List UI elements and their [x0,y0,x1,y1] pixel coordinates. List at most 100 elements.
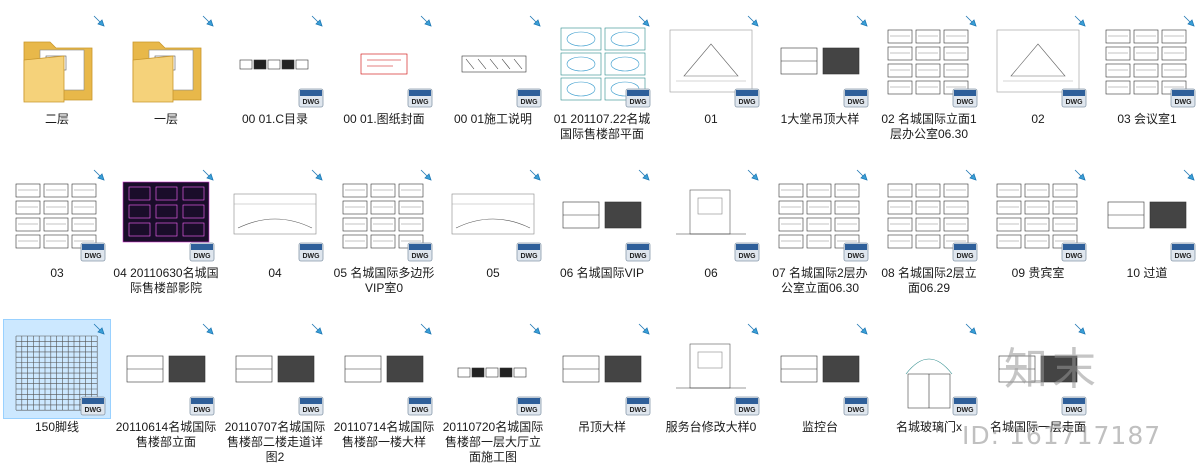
drawing-preview [887,29,969,95]
sync-arrow-icon [311,15,323,27]
file-item[interactable]: DWG 07 名城国际2层办公室立面06.30 [767,166,873,316]
thumbnail: DWG [440,320,546,418]
drawing-preview [457,367,527,378]
sync-arrow-icon [420,169,432,181]
svg-text:DWG: DWG [193,407,211,414]
folder-item[interactable]: 一层 [113,12,219,162]
drawing-preview [778,183,860,249]
drawing-preview [887,183,969,249]
folder-icon [23,41,93,103]
svg-text:DWG: DWG [847,99,865,106]
sync-arrow-icon [311,323,323,335]
file-item[interactable]: DWG 09 贵宾室 [985,166,1091,316]
sync-arrow-icon [965,169,977,181]
dwg-file-icon: DWG [843,396,869,416]
dwg-file-icon: DWG [516,242,542,262]
svg-text:DWG: DWG [520,99,538,106]
svg-text:DWG: DWG [193,253,211,260]
file-name-label: 03 [50,266,64,280]
file-name-label: 20110720名城国际售楼部一层大厅立面施工图 [442,420,544,464]
dwg-file-icon: DWG [80,396,106,416]
thumbnail: DWG [876,12,982,110]
dwg-file-icon: DWG [407,88,433,108]
sync-arrow-icon [1183,169,1195,181]
drawing-preview [669,29,753,93]
sync-arrow-icon [1074,323,1086,335]
svg-text:DWG: DWG [956,253,974,260]
dwg-file-icon: DWG [516,88,542,108]
sync-arrow-icon [856,169,868,181]
dwg-file-icon: DWG [625,88,651,108]
sync-arrow-icon [529,169,541,181]
file-name-label: 09 贵宾室 [1011,266,1065,280]
sync-arrow-icon [965,15,977,27]
dwg-file-icon: DWG [407,396,433,416]
svg-text:DWG: DWG [847,253,865,260]
svg-text:DWG: DWG [1065,407,1083,414]
file-name-label: 03 会议室1 [1117,112,1177,126]
svg-text:DWG: DWG [629,407,647,414]
drawing-preview [676,343,746,389]
thumbnail [4,12,110,110]
file-name-label: 服务台修改大样0 [665,420,757,434]
thumbnail: DWG [876,320,982,418]
dwg-file-icon: DWG [298,88,324,108]
file-item[interactable]: DWG 服务台修改大样0 [658,320,764,470]
dwg-file-icon: DWG [1170,88,1196,108]
folder-item[interactable]: 二层 [4,12,110,162]
file-name-label: 04 20110630名城国际售楼部影院 [113,266,219,295]
svg-text:DWG: DWG [1065,99,1083,106]
file-item[interactable]: DWG 监控台 [767,320,873,470]
svg-text:DWG: DWG [956,99,974,106]
drawing-preview [562,355,642,383]
drawing-preview [344,355,424,383]
dwg-file-icon: DWG [1061,242,1087,262]
sync-arrow-icon [93,15,105,27]
dwg-file-icon: DWG [1170,242,1196,262]
file-name-label: 吊顶大样 [577,420,626,434]
file-item[interactable]: DWG 04 20110630名城国际售楼部影院 [113,166,219,316]
dwg-file-icon: DWG [843,242,869,262]
sync-arrow-icon [965,323,977,335]
thumbnail: DWG [549,320,655,418]
sync-arrow-icon [1074,169,1086,181]
file-name-label: 07 名城国际2层办公室立面06.30 [772,266,868,295]
file-item[interactable]: DWG 03 会议室1 [1094,12,1198,162]
thumbnail: DWG [767,320,873,418]
svg-text:DWG: DWG [738,407,756,414]
thumbnail: DWG [222,320,328,418]
sync-arrow-icon [93,323,105,335]
svg-text:DWG: DWG [302,99,320,106]
file-name-label: 监控台 [801,420,838,434]
dwg-file-icon: DWG [952,88,978,108]
thumbnail: DWG [985,166,1091,264]
drawing-preview [780,355,860,383]
svg-text:DWG: DWG [520,253,538,260]
dwg-file-icon: DWG [1061,396,1087,416]
